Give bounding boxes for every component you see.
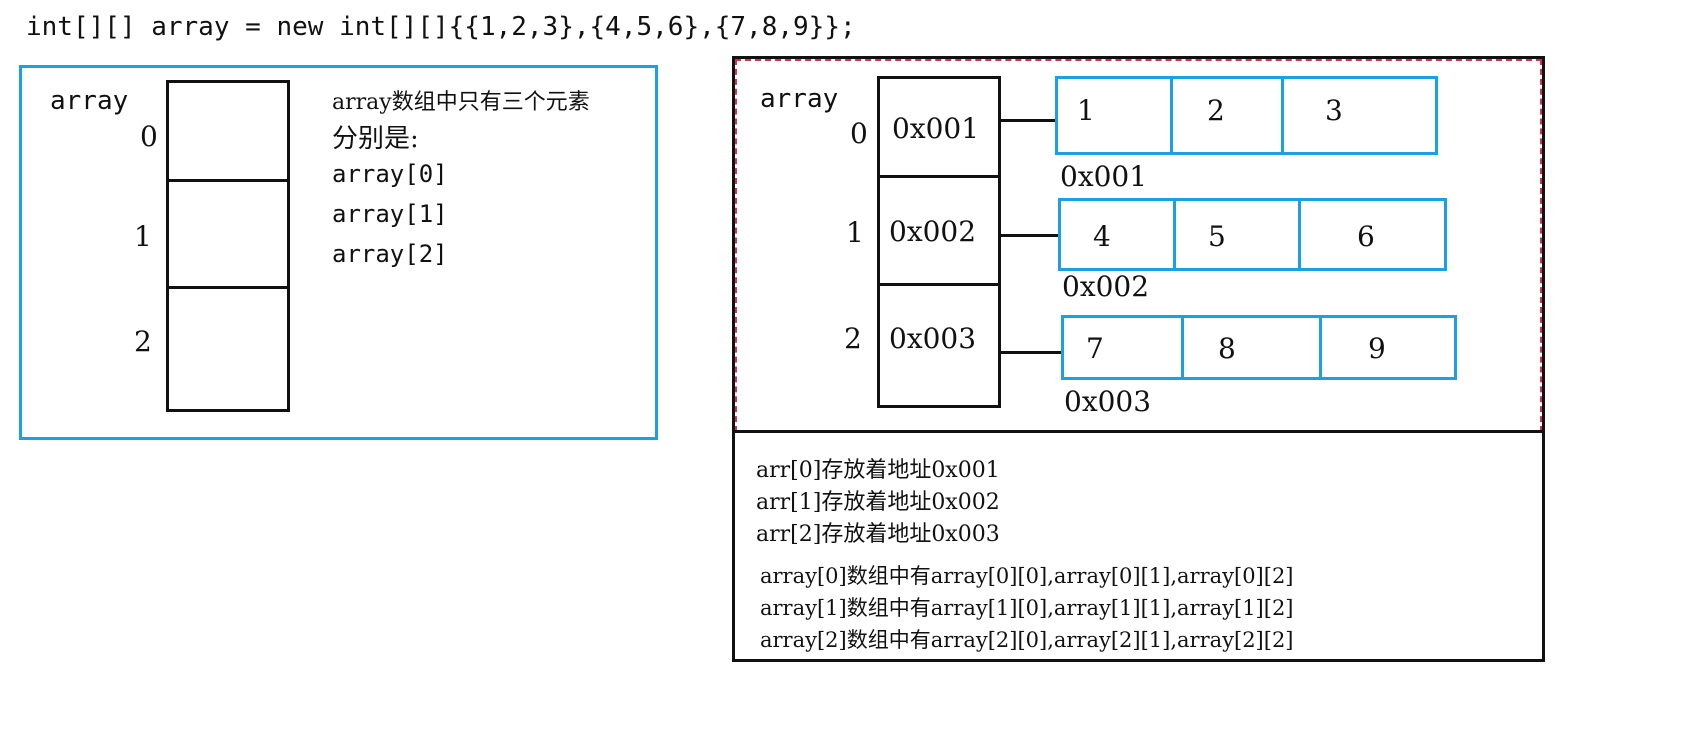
element-note-2: array[2]数组中有array[2][0],array[2][1],arra…	[760, 628, 1294, 652]
right-index-0: 0	[850, 117, 868, 150]
left-cell-divider-1	[166, 179, 290, 182]
row-0-value-2: 3	[1325, 94, 1343, 127]
row-1-value-2: 6	[1357, 220, 1375, 253]
left-index-1: 1	[134, 220, 152, 253]
left-desc-line-5: array[2]	[332, 240, 448, 268]
row-1-address: 0x002	[1062, 270, 1150, 303]
right-array-label: array	[760, 84, 839, 114]
right-index-2: 2	[844, 322, 862, 355]
left-desc-line-3: array[0]	[332, 160, 448, 188]
row-0-divider-2	[1281, 76, 1284, 155]
right-panel	[732, 56, 1545, 662]
right-pointer-divider-2	[877, 283, 1001, 286]
row-0-address: 0x001	[1060, 160, 1148, 193]
row-2-value-0: 7	[1086, 332, 1104, 365]
connector-line-1	[1000, 234, 1060, 237]
left-index-2: 2	[134, 325, 152, 358]
connector-line-2	[1000, 351, 1063, 354]
row-1-value-1: 5	[1208, 220, 1226, 253]
right-pointer-divider-1	[877, 175, 1001, 178]
right-panel-divider	[735, 430, 1542, 433]
row-1-divider-1	[1173, 198, 1176, 271]
left-array-block	[166, 80, 290, 412]
element-note-1: array[1]数组中有array[1][0],array[1][1],arra…	[760, 596, 1294, 620]
left-array-label: array	[50, 86, 129, 116]
row-0-value-0: 1	[1077, 94, 1095, 127]
left-cell-divider-2	[166, 286, 290, 289]
address-note-1: arr[1]存放着地址0x002	[756, 490, 1000, 515]
left-desc-line-1: array数组中只有三个元素	[332, 90, 590, 115]
subarray-row-2	[1061, 315, 1457, 380]
element-notes: array[0]数组中有array[0][0],array[0][1],arra…	[760, 560, 1294, 656]
row-2-address: 0x003	[1064, 385, 1152, 418]
address-note-2: arr[2]存放着地址0x003	[756, 522, 1000, 547]
row-0-divider-1	[1170, 76, 1173, 155]
row-0-value-1: 2	[1207, 94, 1225, 127]
row-1-divider-2	[1298, 198, 1301, 271]
right-index-1: 1	[846, 216, 864, 249]
address-note-0: arr[0]存放着地址0x001	[756, 458, 1000, 483]
subarray-row-0	[1055, 76, 1438, 155]
pointer-address-0: 0x001	[892, 112, 980, 145]
connector-line-0	[1000, 119, 1058, 122]
row-2-value-2: 9	[1368, 332, 1386, 365]
subarray-row-1	[1058, 198, 1447, 271]
left-desc-line-2: 分别是:	[332, 124, 419, 154]
pointer-address-1: 0x002	[889, 215, 977, 248]
left-description: array数组中只有三个元素 分别是: array[0] array[1] ar…	[332, 84, 590, 280]
code-declaration: int[][] array = new int[][]{{1,2,3},{4,5…	[26, 12, 856, 42]
address-notes: arr[0]存放着地址0x001 arr[1]存放着地址0x002 arr[2]…	[756, 452, 1000, 548]
pointer-address-2: 0x003	[889, 322, 977, 355]
row-1-value-0: 4	[1093, 220, 1111, 253]
row-2-divider-1	[1181, 315, 1184, 380]
left-panel	[19, 65, 658, 440]
right-pointer-block	[877, 76, 1001, 408]
row-2-value-1: 8	[1218, 332, 1236, 365]
left-desc-line-4: array[1]	[332, 200, 448, 228]
element-note-0: array[0]数组中有array[0][0],array[0][1],arra…	[760, 564, 1294, 588]
left-index-0: 0	[140, 120, 158, 153]
row-2-divider-2	[1319, 315, 1322, 380]
